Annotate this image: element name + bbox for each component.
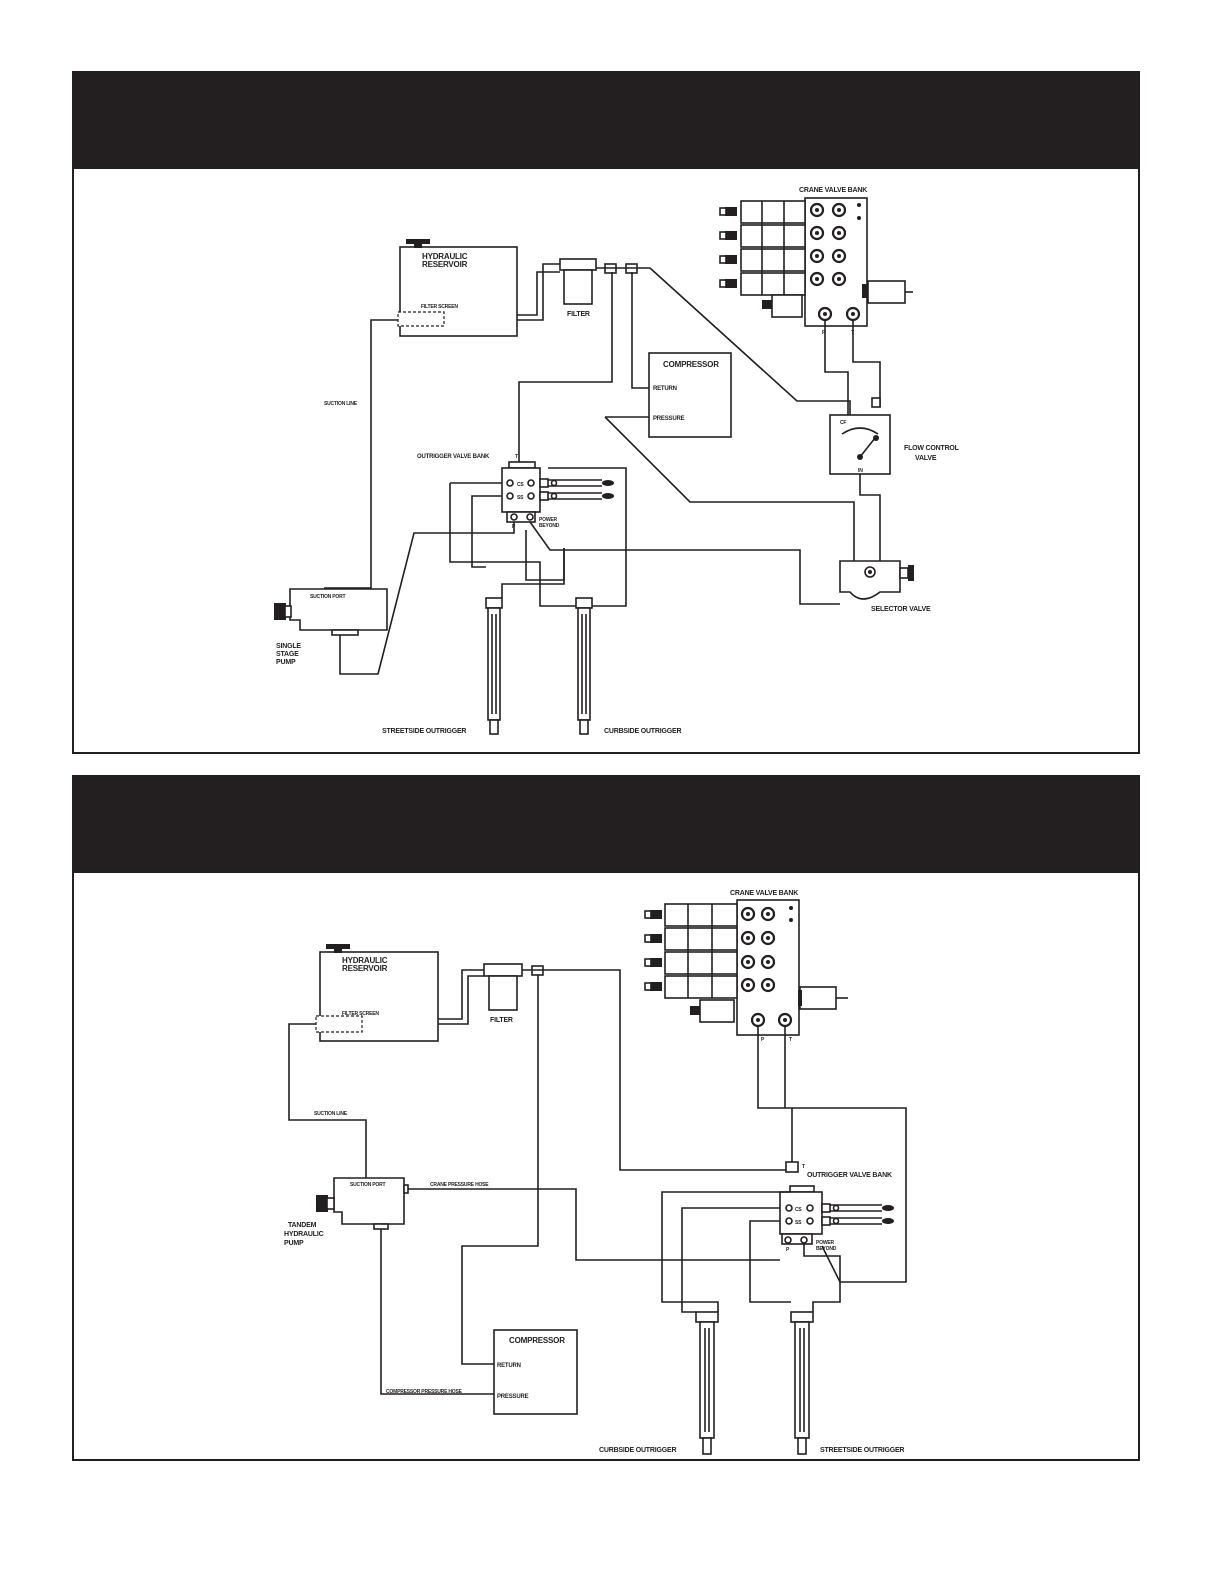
outrigger-valve-bank-label: OUTRIGGER VALVE BANK [417, 454, 490, 460]
reservoir-label-1: HYDRAULIC [422, 252, 468, 261]
power-beyond-label-1: POWER [816, 1240, 834, 1246]
hydraulic-schematic-2: HYDRAULIC RESERVOIR FILTER SCREEN FILTER… [284, 890, 907, 1455]
hydraulic-reservoir: HYDRAULIC RESERVOIR FILTER SCREEN [397, 239, 518, 337]
selector-valve: SELECTOR VALVE [839, 560, 931, 613]
hydraulic-reservoir: HYDRAULIC RESERVOIR FILTER SCREEN [315, 944, 439, 1042]
selector-valve-label: SELECTOR VALVE [871, 606, 931, 613]
flow-control-in: IN [858, 468, 863, 474]
outrigger-port-t: T [802, 1164, 805, 1170]
compressor-return-label: RETURN [497, 1363, 521, 1369]
suction-line-label: SUCTION LINE [314, 1111, 348, 1117]
compressor-label: COMPRESSOR [509, 1336, 565, 1345]
hydraulic-lines: SUCTION LINE [324, 267, 881, 675]
pump-label-1: SINGLE [276, 643, 301, 650]
crane-valve-bank: CRANE VALVE BANK [644, 890, 848, 1043]
panel-header-bar [74, 777, 1138, 873]
crane-port-p: P [822, 330, 826, 336]
compressor-return-label: RETURN [653, 386, 677, 392]
compressor-pressure-label: PRESSURE [497, 1394, 529, 1400]
pump-label-3: PUMP [284, 1240, 304, 1247]
streetside-outrigger-label: STREETSIDE OUTRIGGER [382, 728, 466, 735]
filter-screen-label: FILTER SCREEN [421, 304, 458, 310]
filter-label: FILTER [490, 1017, 513, 1024]
diagram-panel-tandem-pump: HYDRAULIC RESERVOIR FILTER SCREEN FILTER… [72, 775, 1140, 1461]
streetside-outrigger-cylinder: STREETSIDE OUTRIGGER [790, 1311, 905, 1455]
outrigger-port-p: P [786, 1247, 790, 1253]
pump-label-2: HYDRAULIC [284, 1231, 324, 1238]
single-stage-pump: SUCTION PORT SINGLE STAGE PUMP [274, 588, 388, 666]
tee-fittings [596, 263, 650, 274]
compressor-label: COMPRESSOR [663, 360, 719, 369]
crane-port-p: P [761, 1037, 765, 1043]
pump-label-3: PUMP [276, 659, 296, 666]
streetside-outrigger-label: STREETSIDE OUTRIGGER [820, 1447, 904, 1454]
outrigger-port-ss: SS [795, 1220, 802, 1226]
reservoir-label-1: HYDRAULIC [342, 956, 388, 965]
filter: FILTER [483, 963, 552, 1024]
outrigger-valve-bank-label: OUTRIGGER VALVE BANK [807, 1172, 892, 1179]
flow-control-cf: CF [840, 420, 846, 426]
flow-control-valve: CF IN FLOW CONTROL VALVE [829, 414, 960, 475]
crane-pressure-hose-label: CRANE PRESSURE HOSE [430, 1182, 489, 1188]
curbside-outrigger-cylinder: CURBSIDE OUTRIGGER [575, 597, 682, 735]
outrigger-port-t: T [515, 454, 518, 460]
filter-label: FILTER [567, 311, 590, 318]
diagram-panel-single-stage-pump: HYDRAULIC RESERVOIR FILTER SCREEN FILTER… [72, 71, 1140, 754]
panel-header-bar [74, 73, 1138, 169]
suction-port-label: SUCTION PORT [350, 1182, 386, 1188]
suction-port-label: SUCTION PORT [310, 594, 346, 600]
curbside-outrigger-label: CURBSIDE OUTRIGGER [604, 728, 681, 735]
compressor-pressure-label: PRESSURE [653, 416, 685, 422]
outrigger-valve-bank: OUTRIGGER VALVE BANK T CS SS P POWER BEY… [779, 1161, 894, 1253]
crane-valve-bank-label: CRANE VALVE BANK [730, 890, 798, 897]
power-beyond-label-2: BEYOND [539, 523, 560, 529]
crane-valve-bank: CRANE VALVE BANK [719, 187, 913, 336]
compressor-pressure-hose-label: COMPRESSOR PRESSURE HOSE [386, 1389, 463, 1395]
power-beyond-label-2: BEYOND [816, 1246, 837, 1252]
outrigger-valve-bank: OUTRIGGER VALVE BANK T CS SS P POWER BEY… [417, 454, 614, 530]
curbside-outrigger-cylinder: CURBSIDE OUTRIGGER [599, 1311, 719, 1455]
compressor: COMPRESSOR RETURN PRESSURE [648, 352, 732, 438]
pump-label-2: STAGE [276, 651, 299, 658]
reservoir-label-2: RESERVOIR [342, 964, 388, 973]
pump-label-1: TANDEM [288, 1222, 317, 1229]
filter: FILTER [559, 258, 597, 318]
curbside-outrigger-label: CURBSIDE OUTRIGGER [599, 1447, 676, 1454]
flow-control-label-1: FLOW CONTROL [904, 445, 960, 452]
power-beyond-label-1: POWER [539, 517, 557, 523]
reservoir-label-2: RESERVOIR [422, 260, 468, 269]
compressor: COMPRESSOR RETURN PRESSURE [493, 1329, 578, 1415]
crane-port-t: T [789, 1037, 792, 1043]
hydraulic-schematic-1: HYDRAULIC RESERVOIR FILTER SCREEN FILTER… [274, 187, 960, 735]
outrigger-port-ss: SS [517, 495, 524, 501]
tandem-hydraulic-pump: SUCTION PORT TANDEM HYDRAULIC PUMP [284, 1177, 409, 1247]
suction-line-label: SUCTION LINE [324, 401, 358, 407]
outrigger-port-cs: CS [795, 1207, 802, 1213]
hydraulic-lines: SUCTION LINE CRANE PRESSURE HOSE COMPRES… [288, 969, 907, 1395]
streetside-outrigger-cylinder: STREETSIDE OUTRIGGER [382, 597, 503, 735]
outrigger-port-cs: CS [517, 482, 524, 488]
filter-screen-label: FILTER SCREEN [342, 1011, 379, 1017]
crane-valve-bank-label: CRANE VALVE BANK [799, 187, 867, 194]
flow-control-label-2: VALVE [915, 455, 937, 462]
